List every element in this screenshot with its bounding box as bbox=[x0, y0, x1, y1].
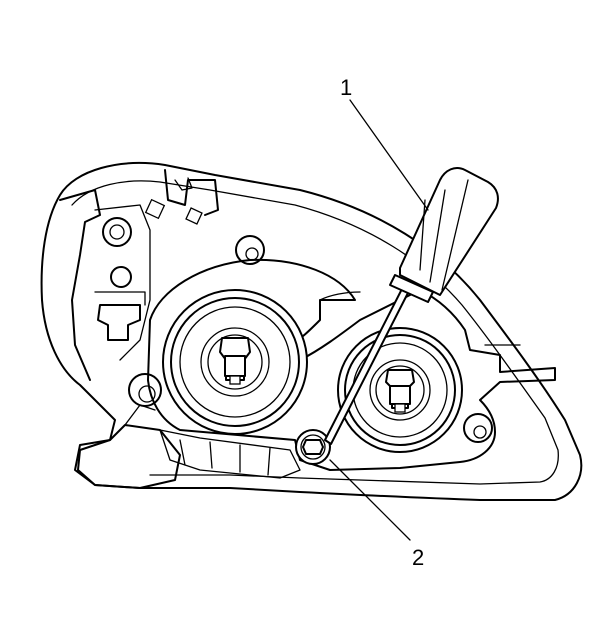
adjuster-screw-icon bbox=[295, 429, 331, 465]
screwdriver-icon bbox=[324, 167, 499, 445]
headlamp-housing bbox=[40, 162, 583, 501]
bulb-socket-icon bbox=[219, 337, 251, 385]
leader-line-2 bbox=[329, 459, 411, 541]
low-beam-bulb bbox=[162, 289, 308, 435]
callout-2: 2 bbox=[412, 545, 424, 570]
leader-line-1 bbox=[349, 99, 429, 211]
bulb-socket-icon bbox=[385, 369, 415, 413]
callout-1: 1 bbox=[340, 75, 352, 100]
lower-trim bbox=[159, 429, 301, 479]
mount-hole bbox=[463, 413, 493, 443]
